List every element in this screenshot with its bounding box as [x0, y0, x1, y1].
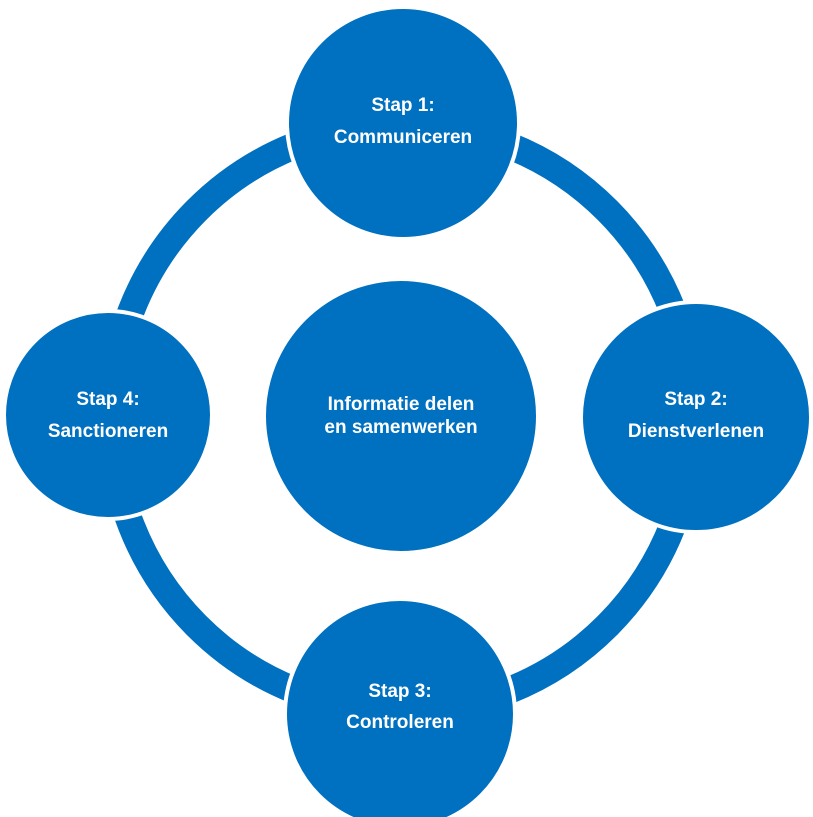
step-node-1: Stap 1: Communiceren	[285, 5, 521, 241]
step-1-circle	[285, 5, 521, 241]
step-node-2: Stap 2: Dienstverlenen	[579, 300, 813, 534]
step-node-4: Stap 4: Sanctioneren	[2, 309, 214, 521]
center-node: Informatie delen en samenwerken	[262, 277, 540, 555]
step-4-title: Sanctioneren	[48, 421, 168, 442]
step-node-3: Stap 3: Controleren	[283, 597, 517, 817]
step-3-number: Stap 3:	[368, 681, 431, 702]
step-3-circle	[283, 597, 517, 817]
step-2-circle	[579, 300, 813, 534]
step-4-circle	[2, 309, 214, 521]
center-label-line-2: en samenwerken	[324, 417, 477, 438]
step-4-number: Stap 4:	[76, 389, 139, 410]
step-3-title: Controleren	[346, 712, 454, 733]
step-1-title: Communiceren	[334, 127, 472, 148]
center-circle	[262, 277, 540, 555]
center-label-line-1: Informatie delen	[328, 394, 475, 415]
step-2-number: Stap 2:	[664, 389, 727, 410]
step-1-number: Stap 1:	[371, 95, 434, 116]
step-2-title: Dienstverlenen	[628, 421, 764, 442]
